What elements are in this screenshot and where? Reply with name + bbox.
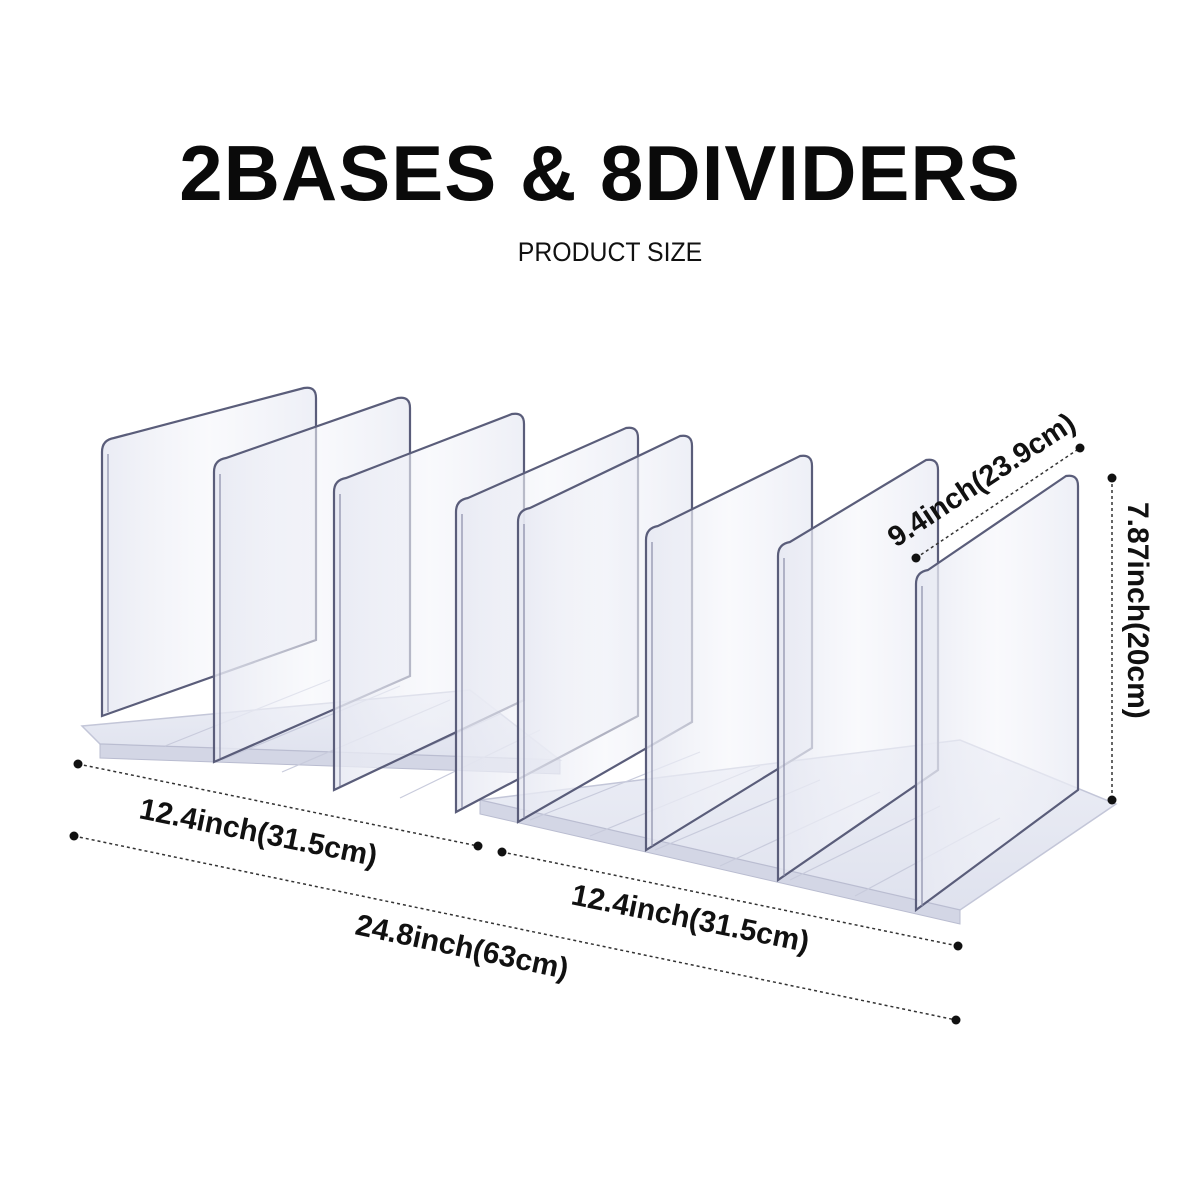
dimension-line-right <box>497 847 963 951</box>
product-title: 2BASES & 8DIVIDERS <box>179 129 1021 217</box>
base-width-left-label: 12.4inch(31.5cm) <box>137 793 381 874</box>
dimension-line-height <box>1107 473 1117 805</box>
dimension-line-left <box>73 759 483 851</box>
divider-8 <box>914 474 1080 913</box>
product-size-subtitle: PRODUCT SIZE <box>517 237 703 267</box>
divider-7 <box>776 458 940 883</box>
divider-height-label: 7.87inch(20cm) <box>1121 502 1154 719</box>
dimension-line-total <box>69 831 961 1025</box>
divider-6 <box>644 454 814 852</box>
total-width-label: 24.8inch(63cm) <box>353 909 572 986</box>
dimension-line-depth <box>911 443 1085 563</box>
